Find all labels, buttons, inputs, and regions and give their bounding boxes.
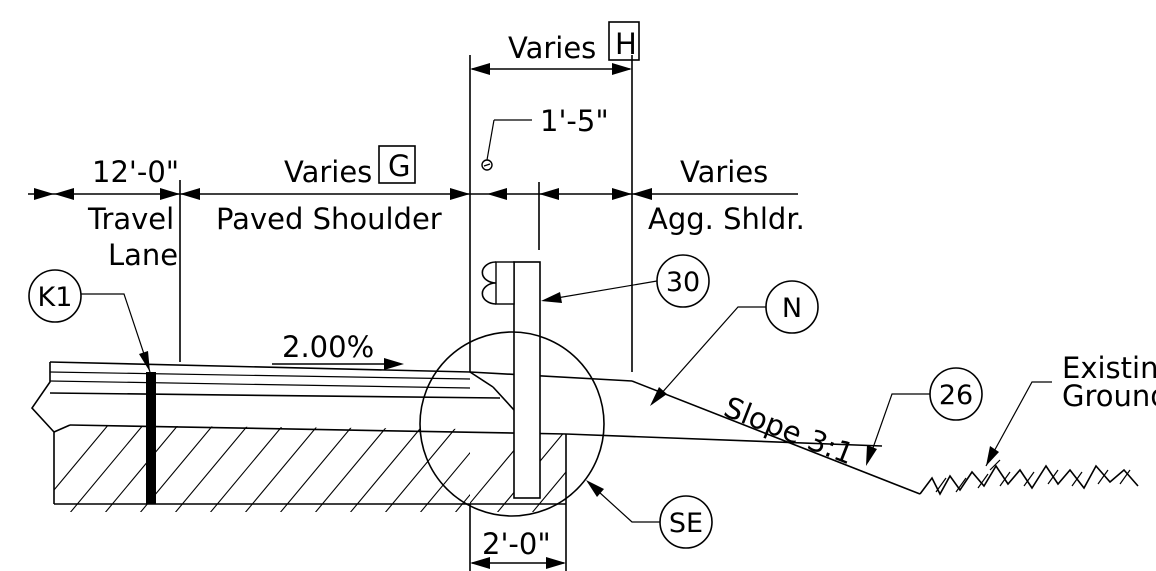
detail-circle [419, 331, 605, 517]
callout-26: 26 [866, 367, 983, 466]
base-width-label: 2'-0" [482, 527, 551, 561]
callout-30: 30 [541, 254, 710, 308]
side-slope-label: Slope 3:1 [719, 390, 858, 471]
guardrail [481, 261, 541, 499]
callout-26-label: 26 [939, 380, 973, 411]
travel-lane-label-line2: Lane [108, 238, 178, 272]
base-hatching-right [470, 434, 566, 512]
guardrail-post [513, 261, 541, 499]
travel-lane-label-line1: Travel [87, 202, 174, 236]
offset-dimension: 1'-5" [481, 104, 609, 171]
existing-ground-leader [985, 381, 1052, 467]
callout-k1-label: K1 [38, 282, 73, 313]
w-beam-rail [481, 261, 497, 305]
callout-n: N [650, 280, 819, 406]
bottom-dimension: 2'-0" [469, 504, 567, 571]
pavement-section [30, 361, 883, 512]
base-hatching [54, 425, 470, 512]
cross-slope-label: 2.00% [282, 330, 374, 364]
paved-shoulder-label: Paved Shoulder [216, 202, 442, 236]
offset-label: 1'-5" [540, 104, 609, 138]
callout-se-label: SE [669, 508, 703, 539]
width-dimension-chain: 12'-0" Varies G Varies Travel Lane Paved… [28, 145, 805, 362]
guardrail-blockout [495, 261, 515, 305]
agg-shoulder-width: Varies [680, 155, 768, 189]
agg-shoulder-label: Agg. Shldr. [648, 202, 805, 236]
callout-se: SE [586, 480, 713, 549]
top-width-label: Varies [508, 31, 596, 65]
top-note-box [608, 21, 640, 61]
paved-shoulder-note-box [378, 145, 416, 184]
callout-k1: K1 [28, 269, 151, 373]
paved-shoulder-width: Varies [284, 155, 372, 189]
pavement-marking [146, 372, 156, 504]
paved-shoulder-note: G [388, 149, 410, 183]
top-note-label: H [615, 27, 637, 61]
existing-ground-label-line1: Existing [1062, 351, 1156, 385]
existing-ground: Existing Ground [919, 351, 1156, 496]
top-dimension: Varies H [469, 21, 640, 372]
cross-slope: 2.00% [272, 330, 404, 370]
travel-lane-width: 12'-0" [92, 155, 179, 189]
callout-30-label: 30 [666, 267, 700, 298]
existing-ground-label-line2: Ground [1062, 379, 1156, 413]
callout-n-label: N [782, 293, 802, 324]
